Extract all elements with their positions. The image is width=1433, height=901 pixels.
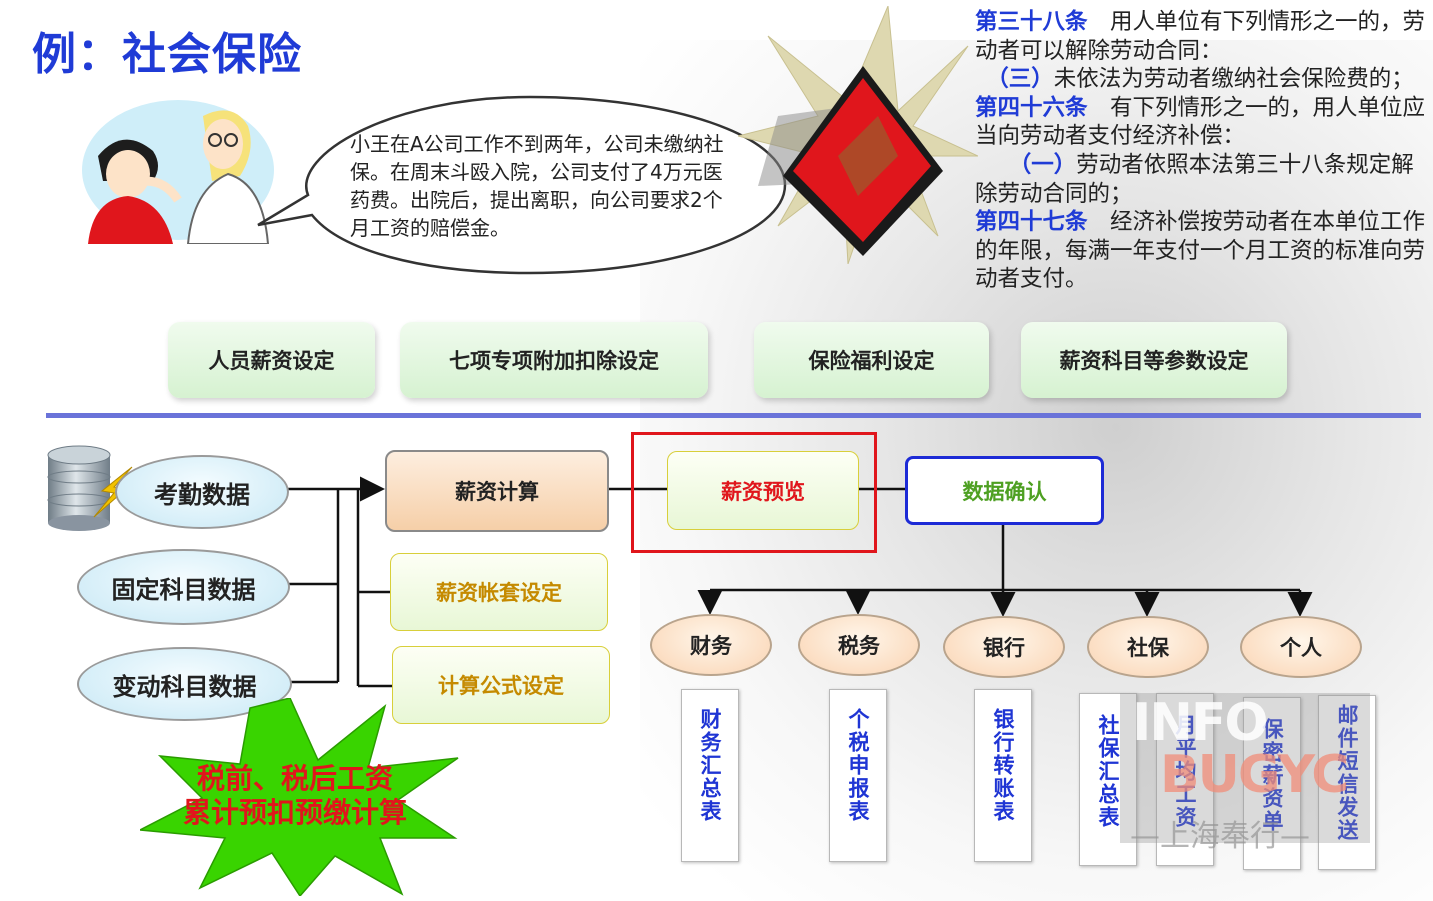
watermark-text-info: INFO — [1132, 693, 1269, 753]
data-confirm-box: 数据确认 — [905, 456, 1104, 525]
destination-finance: 财务 — [650, 614, 772, 676]
law-articles: 第三十八条 用人单位有下列情形之一的，劳动者可以解除劳动合同： （三）未依法为劳… — [975, 8, 1430, 294]
setting-staff-salary[interactable]: 人员薪资设定 — [168, 322, 375, 398]
speech-bubble — [257, 95, 787, 275]
article-38-item: 未依法为劳动者缴纳社会保险费的； — [1053, 66, 1414, 93]
destination-bank: 银行 — [943, 616, 1065, 678]
article-46-text: 有下列情形之一的，用人单位应当向劳动者支付经济补偿： — [975, 94, 1426, 150]
scenario-text: 小王在A公司工作不到两年，公司未缴纳社保。在周末斗殴入院，公司支付了4万元医药费… — [350, 132, 724, 240]
setting-insurance-welfare[interactable]: 保险福利设定 — [754, 322, 989, 398]
starburst-label-line-1: 税前、税后工资 — [196, 762, 393, 795]
article-38-text: 用人单位有下列情形之一的，劳动者可以解除劳动合同： — [975, 9, 1426, 64]
output-tax-declaration: 个税申报表 — [829, 689, 887, 862]
article-46-item-number: （一） — [1020, 151, 1077, 178]
output-social-security-summary: 社保汇总表 — [1079, 693, 1137, 866]
article-38-item-number: （三） — [997, 66, 1054, 93]
output-bank-transfer: 银行转账表 — [974, 689, 1032, 862]
people-illustration — [82, 100, 274, 244]
section-divider — [46, 413, 1421, 418]
article-47-text: 经济补偿按劳动者在本单位工作的年限，每满一年支付一个月工资的标准向劳动者支付。 — [975, 209, 1426, 293]
salary-preview-box: 薪资预览 — [667, 451, 859, 530]
watermark: INFO BUGYC —上海奉行— — [1120, 693, 1370, 854]
article-47-heading: 第四十七条 — [975, 209, 1088, 236]
formula-setup-box: 计算公式设定 — [392, 646, 610, 724]
output-email-sms-sending: 邮件短信发送 — [1318, 695, 1376, 870]
article-46-heading: 第四十六条 — [975, 94, 1088, 121]
preview-highlight-frame — [631, 432, 877, 553]
salary-calculation-box: 薪资计算 — [385, 450, 609, 532]
output-confidential-payslip: 保密薪资单 — [1243, 697, 1301, 870]
destination-individual: 个人 — [1240, 616, 1362, 678]
salary-account-setup-box: 薪资帐套设定 — [390, 553, 608, 631]
output-monthly-average-wage: 月平均工资 — [1156, 693, 1214, 866]
destination-social-security: 社保 — [1087, 616, 1209, 678]
setting-special-deductions[interactable]: 七项专项附加扣除设定 — [400, 322, 708, 398]
database-icon — [47, 445, 133, 531]
source-attendance-data: 考勤数据 — [115, 455, 289, 529]
starburst-shape — [140, 698, 459, 896]
watermark-panel — [1120, 693, 1370, 843]
starburst-label-line-2: 累计预扣预缴计算 — [182, 796, 407, 829]
watermark-text-city: —上海奉行— — [1130, 819, 1310, 854]
article-38-heading: 第三十八条 — [975, 9, 1088, 35]
output-finance-summary: 财务汇总表 — [681, 689, 739, 862]
setting-salary-items[interactable]: 薪资科目等参数设定 — [1021, 322, 1287, 398]
starburst-label: 税前、税后工资 累计预扣预缴计算 — [170, 762, 420, 830]
source-fixed-items-data: 固定科目数据 — [77, 549, 290, 625]
destination-tax: 税务 — [798, 614, 920, 676]
watermark-text-brand: BUGYC — [1160, 745, 1349, 805]
article-46-item: 劳动者依照本法第三十八条规定解除劳动合同的； — [975, 151, 1414, 207]
page-title: 例：社会保险 — [32, 29, 302, 80]
law-book-illustration — [738, 6, 978, 264]
